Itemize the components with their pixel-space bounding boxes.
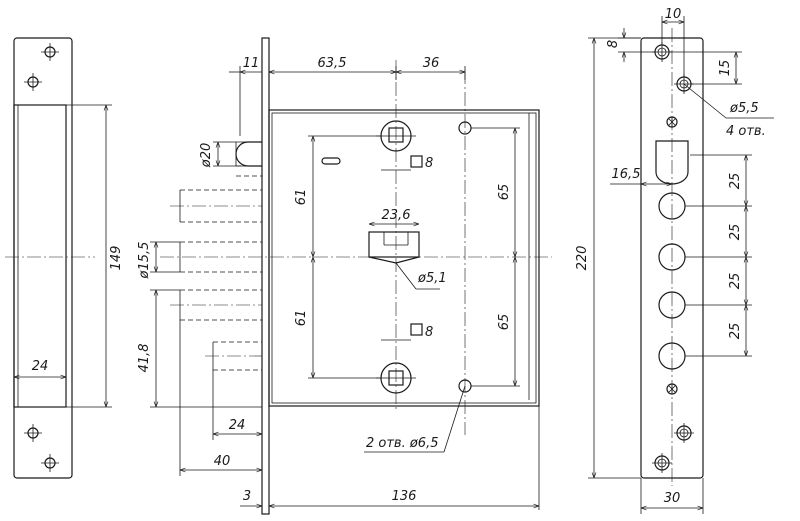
dim-41-8: 41,8 xyxy=(137,344,152,373)
top-cylinder-hole xyxy=(376,120,416,152)
strike-plate-screw-hole-4 xyxy=(41,454,59,472)
faceplate-small-screw-bottom xyxy=(666,383,678,395)
bottom-cylinder-hole xyxy=(376,362,416,394)
faceplate-latch-opening xyxy=(655,140,689,185)
bolt-outlines xyxy=(170,189,262,371)
dim-16-5: 16,5 xyxy=(612,167,641,182)
faceplate-small-screw-top xyxy=(666,116,678,128)
dim-25-d: 25 xyxy=(728,323,743,340)
dim-d5-1: ø5,1 xyxy=(417,271,447,286)
dim-25-c: 25 xyxy=(728,273,743,290)
dim-65-top: 65 xyxy=(497,184,512,201)
dim-61-top: 61 xyxy=(294,189,309,206)
center-follower-hole xyxy=(368,231,420,264)
dim-25-b: 25 xyxy=(728,224,743,241)
dim-23-6: 23,6 xyxy=(382,208,411,223)
dim-149: 149 xyxy=(109,246,124,271)
dim-61-bottom: 61 xyxy=(294,310,309,327)
strike-plate-view: 149 24 xyxy=(5,37,124,479)
dim-3: 3 xyxy=(243,489,251,504)
dim-65-bottom: 65 xyxy=(497,314,512,331)
latch-bolt xyxy=(213,141,262,177)
dim-sq8-bottom: 8 xyxy=(425,325,433,340)
slot xyxy=(321,157,341,165)
dim-63-5: 63,5 xyxy=(318,56,347,71)
dim-8: 8 xyxy=(606,40,621,48)
dim-25-a: 25 xyxy=(728,173,743,190)
lock-body-view: 8 8 23,6 ø5,1 61 61 65 65 63,5 36 xyxy=(137,37,552,515)
note-2-holes: 2 отв. ø6,5 xyxy=(366,436,438,451)
faceplate-screw-hole-4 xyxy=(652,453,672,473)
dim-30: 30 xyxy=(664,491,681,506)
dim-10: 10 xyxy=(665,7,682,22)
dim-d15-5: ø15,5 xyxy=(137,242,152,280)
dim-136: 136 xyxy=(392,489,417,504)
dim-d20: ø20 xyxy=(199,143,214,169)
dim-24-body: 24 xyxy=(229,418,246,433)
strike-plate-screw-hole-2 xyxy=(24,73,42,91)
dim-220: 220 xyxy=(575,246,590,271)
dim-24-strike: 24 xyxy=(32,359,49,374)
note-4-holes: 4 отв. xyxy=(726,124,766,139)
dim-sq8-top: 8 xyxy=(425,156,433,171)
dim-15: 15 xyxy=(718,60,733,77)
dim-36: 36 xyxy=(423,56,440,71)
faceplate-screw-hole-3 xyxy=(674,423,694,443)
strike-plate-screw-hole-3 xyxy=(24,424,42,442)
dim-40: 40 xyxy=(214,454,231,469)
strike-plate-screw-hole-1 xyxy=(41,43,59,61)
dim-d5-5: ø5,5 xyxy=(729,101,759,116)
faceplate-view: 25 25 25 25 16,5 10 8 15 ø5,5 4 отв. 220 xyxy=(575,7,774,514)
dim-11: 11 xyxy=(243,56,260,71)
